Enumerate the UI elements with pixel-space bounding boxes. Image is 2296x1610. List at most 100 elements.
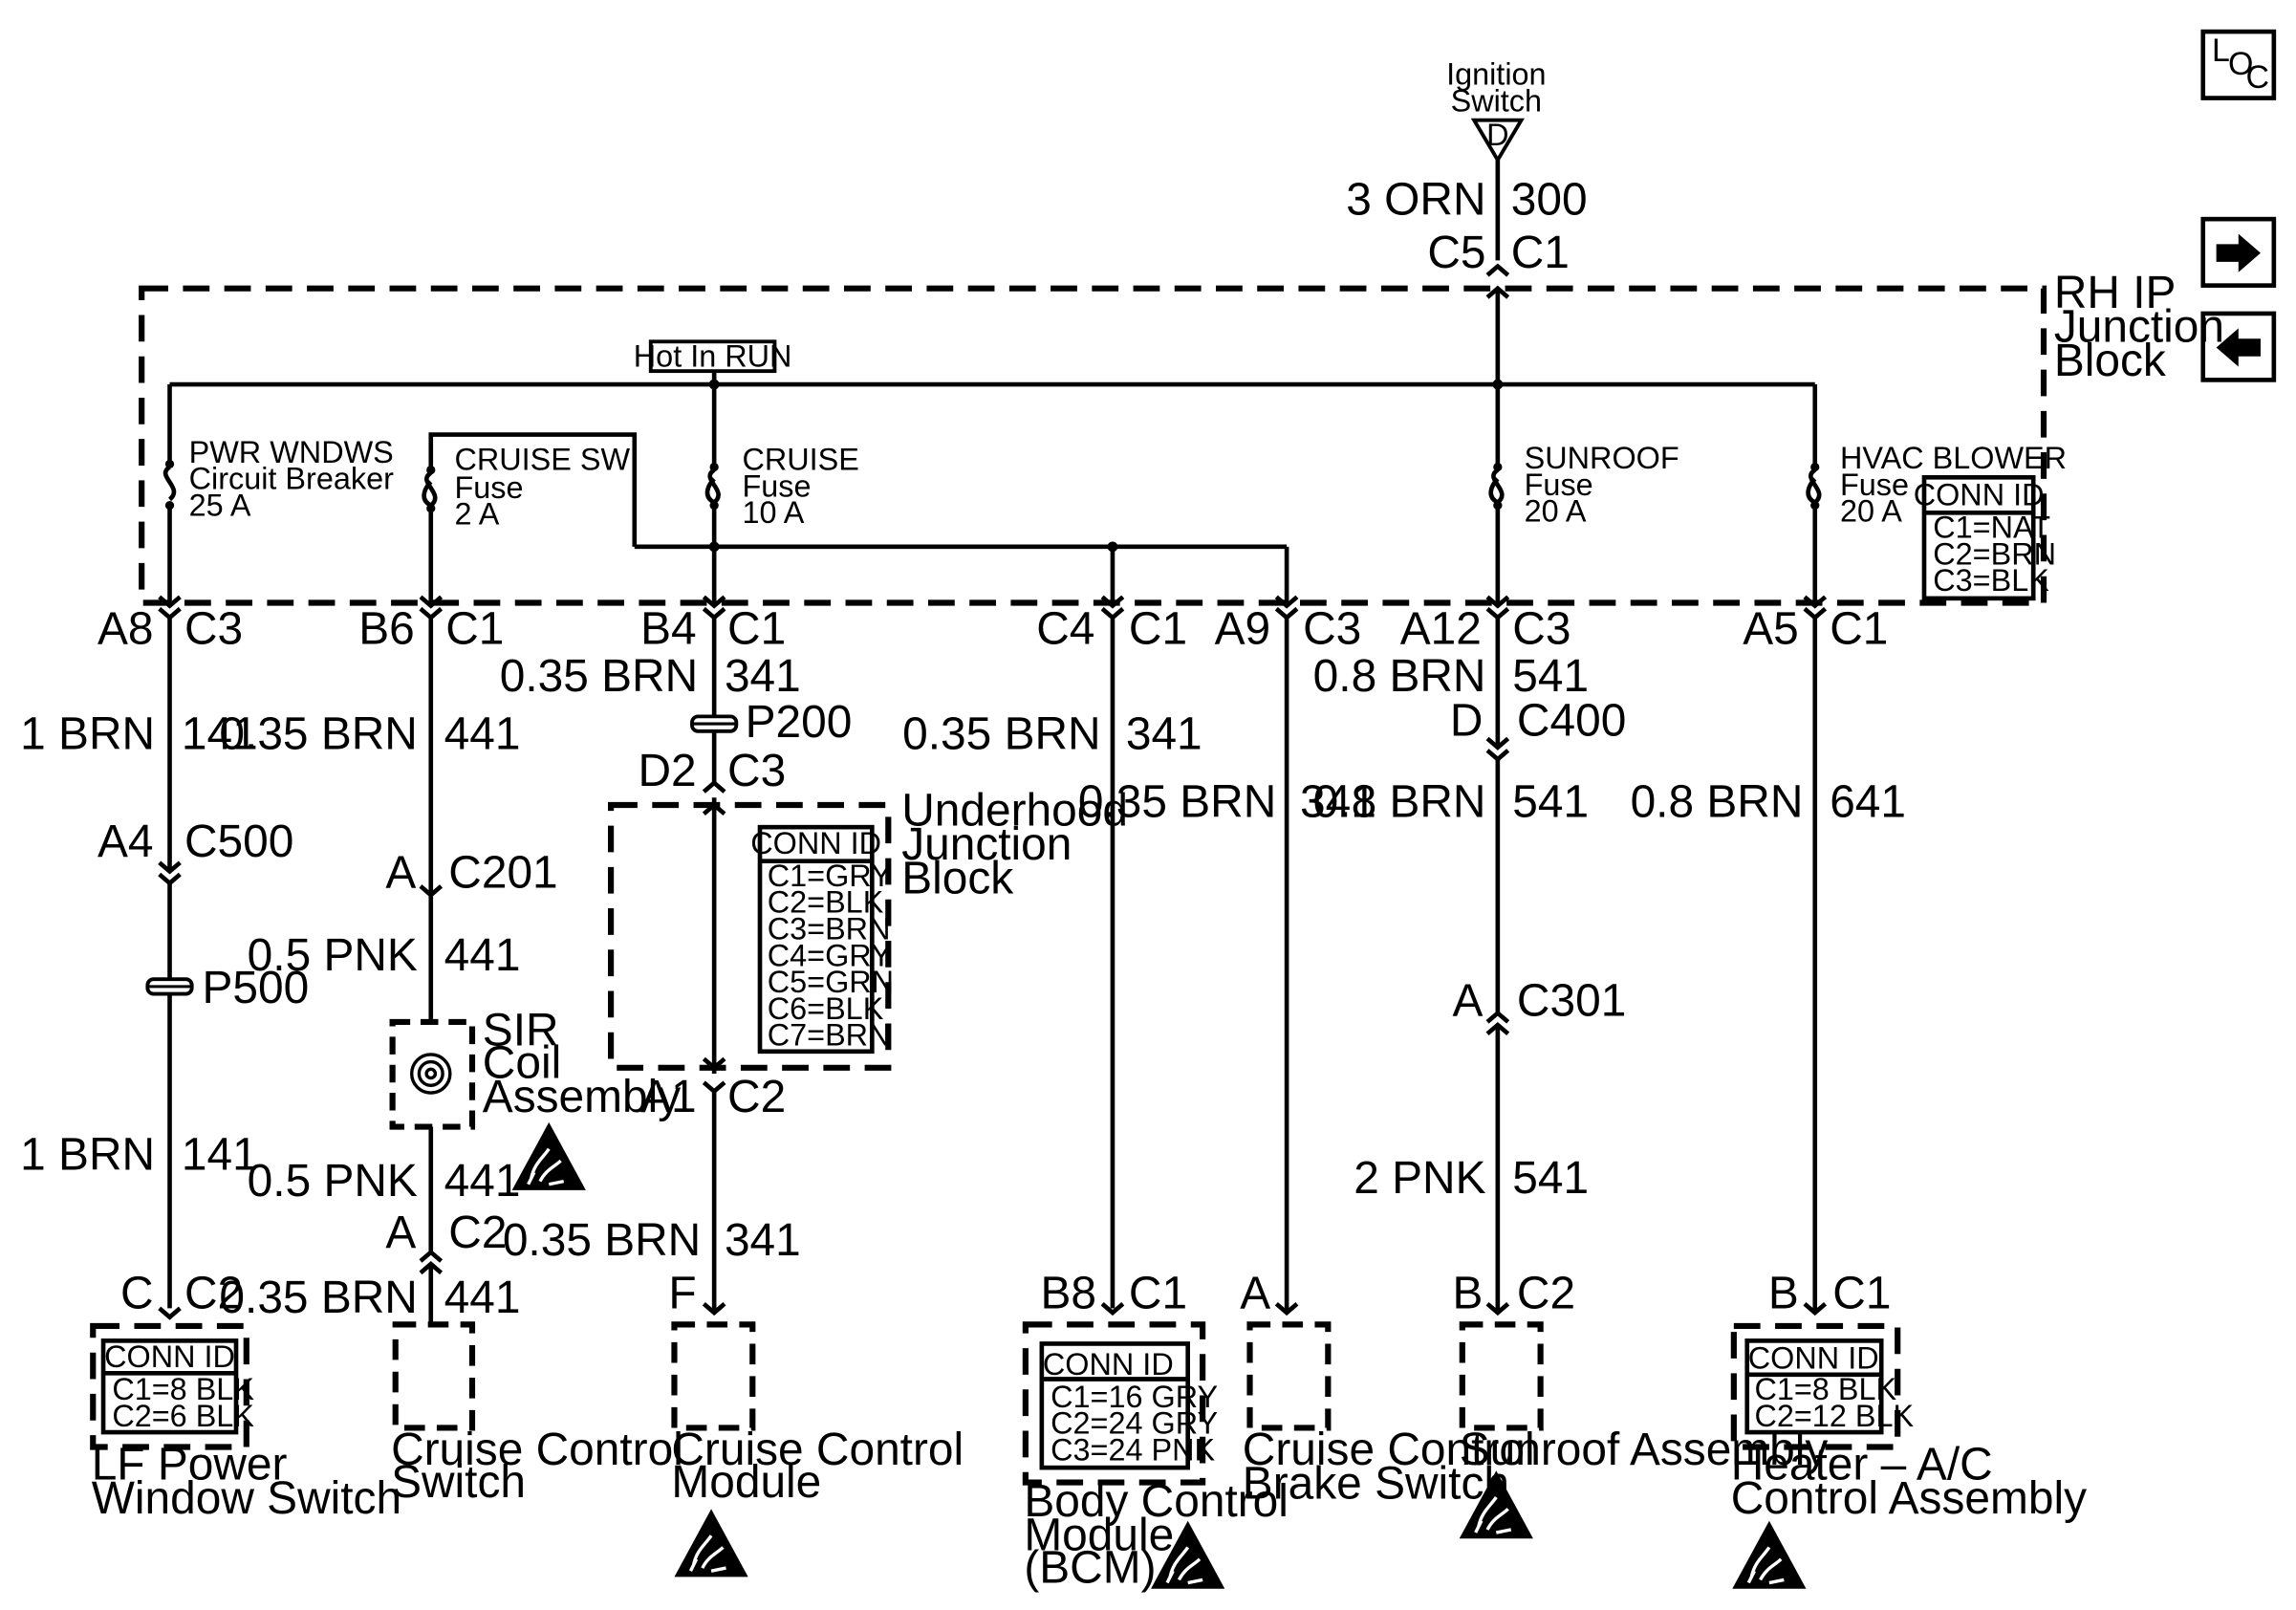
svg-text:A: A [385, 847, 416, 898]
svg-text:C2=BRN: C2=BRN [1933, 536, 2056, 571]
svg-text:P200: P200 [746, 697, 853, 748]
svg-text:441: 441 [444, 930, 521, 981]
svg-text:A4: A4 [97, 816, 154, 867]
svg-text:Module: Module [671, 1457, 821, 1508]
svg-text:141: 141 [182, 1129, 258, 1180]
svg-text:C1: C1 [727, 604, 786, 655]
svg-text:C1: C1 [1129, 1268, 1187, 1318]
svg-text:Junction: Junction [2054, 301, 2224, 352]
svg-text:CONN ID: CONN ID [1914, 478, 2045, 512]
ignition-label-1: Ignition [1446, 57, 1547, 92]
rh-ip-junction-block [139, 285, 2047, 606]
svg-text:341: 341 [1300, 776, 1376, 827]
svg-text:RH IP: RH IP [2054, 268, 2177, 318]
svg-text:L: L [2212, 33, 2230, 69]
cruise-control-module [671, 1321, 756, 1431]
svg-text:A: A [1240, 1268, 1270, 1318]
svg-text:0.35 BRN: 0.35 BRN [219, 708, 417, 759]
ignition-switch: Ignition Switch D [1446, 57, 1547, 164]
hvac-conn-id-table: CONN ID C1=8 BLK C2=12 BLK [1744, 1338, 1914, 1435]
svg-text:SIR: SIR [483, 1006, 559, 1056]
svg-text:C5: C5 [1427, 228, 1485, 278]
svg-text:Junction: Junction [901, 819, 1072, 870]
hvac-blower-fuse [1806, 384, 1822, 606]
sir-esd-sensitive-icon [509, 1120, 588, 1192]
svg-text:D2: D2 [638, 746, 696, 796]
svg-text:A9: A9 [1215, 604, 1271, 655]
sunroof-fuse [1488, 384, 1505, 606]
svg-text:CONN ID: CONN ID [750, 826, 881, 860]
svg-text:C3: C3 [727, 746, 786, 796]
svg-text:D: D [1450, 695, 1484, 746]
svg-text:641: 641 [1830, 776, 1906, 827]
cruise-fuse [704, 384, 721, 606]
hot-in-run-label [648, 339, 777, 374]
svg-text:C4: C4 [1036, 604, 1094, 655]
svg-text:D: D [1486, 118, 1508, 152]
coil-icon [409, 1053, 452, 1095]
locator-icon[interactable]: L O C [2200, 29, 2277, 100]
svg-text:A12: A12 [1400, 604, 1482, 655]
svg-text:C301: C301 [1517, 976, 1626, 1027]
svg-text:A5: A5 [1743, 604, 1799, 655]
body-control-module [1022, 1321, 1206, 1486]
svg-text:2 PNK: 2 PNK [1354, 1153, 1485, 1204]
svg-text:C500: C500 [184, 816, 293, 867]
cruise-control-switch [392, 1321, 476, 1431]
svg-text:C2=BLK: C2=BLK [768, 885, 884, 920]
svg-text:0.5 PNK: 0.5 PNK [248, 1156, 418, 1207]
svg-text:C1: C1 [1511, 228, 1570, 278]
svg-text:0.8 BRN: 0.8 BRN [1313, 776, 1486, 827]
svg-text:Body Control: Body Control [1024, 1476, 1289, 1527]
svg-text:C1: C1 [445, 604, 504, 655]
underhood-junction-block [608, 801, 892, 1071]
left-arrow-icon[interactable] [2200, 311, 2277, 382]
svg-text:C201: C201 [448, 847, 557, 898]
svg-text:CONN ID: CONN ID [1748, 1341, 1879, 1376]
svg-text:C3: C3 [1303, 604, 1361, 655]
svg-text:1 BRN: 1 BRN [20, 1129, 155, 1180]
svg-text:541: 541 [1512, 1153, 1589, 1204]
svg-text:0.35 BRN: 0.35 BRN [1078, 776, 1276, 827]
svg-text:F: F [668, 1268, 696, 1318]
svg-text:Hot In RUN: Hot In RUN [634, 339, 792, 374]
bcm-conn-id-table: CONN ID C1=16 GRY C2=24 GRY C3=24 PNK [1039, 1341, 1218, 1470]
underhood-conn-id-table: CONN ID C1=GRY C2=BLK C3=BRN C4=GRY C5=G… [750, 824, 894, 1055]
svg-text:C1: C1 [1129, 604, 1187, 655]
splice-p200-icon [690, 714, 739, 733]
svg-text:C3: C3 [1512, 604, 1570, 655]
svg-text:A: A [385, 1208, 416, 1258]
wire-300-gauge: 3 ORN [1346, 175, 1485, 226]
pwr-wndws-circuit-breaker [162, 384, 177, 606]
svg-text:PWR WNDWS: PWR WNDWS [189, 435, 394, 469]
svg-text:C3=24 PNK: C3=24 PNK [1051, 1432, 1215, 1467]
svg-text:441: 441 [444, 708, 521, 759]
svg-text:441: 441 [444, 1273, 521, 1323]
svg-text:C1: C1 [1832, 1268, 1891, 1318]
ignition-label-2: Switch [1451, 83, 1542, 118]
svg-text:Fuse: Fuse [454, 470, 523, 505]
sir-coil-assembly [389, 1018, 476, 1130]
svg-text:B6: B6 [358, 604, 415, 655]
ignition-terminal-icon [1470, 118, 1525, 164]
svg-text:341: 341 [725, 1215, 801, 1266]
wire-300-circuit: 300 [1511, 175, 1588, 226]
svg-text:C: C [120, 1268, 154, 1318]
svg-text:C4=GRY: C4=GRY [768, 938, 892, 972]
rh-ip-conn-id-table: CONN ID C1=NAT C2=BRN C3=BLK [1914, 474, 2056, 601]
svg-text:541: 541 [1512, 651, 1589, 702]
svg-text:0.8 BRN: 0.8 BRN [1631, 776, 1804, 827]
svg-text:Coil: Coil [483, 1038, 561, 1089]
svg-text:CONN ID: CONN ID [1043, 1347, 1174, 1382]
svg-text:C1=8 BLK: C1=8 BLK [112, 1372, 254, 1406]
svg-text:341: 341 [725, 651, 801, 702]
svg-text:20 A: 20 A [1525, 494, 1587, 529]
cruise-sw-fuse [422, 432, 638, 606]
svg-text:C3: C3 [184, 604, 243, 655]
module-esd-sensitive-icon [672, 1507, 750, 1579]
svg-text:Fuse: Fuse [742, 468, 811, 503]
svg-text:C5=GRN: C5=GRN [768, 965, 894, 999]
svg-text:Cruise Control: Cruise Control [671, 1425, 964, 1475]
svg-text:CRUISE SW: CRUISE SW [454, 443, 630, 477]
right-arrow-icon[interactable] [2200, 216, 2277, 288]
